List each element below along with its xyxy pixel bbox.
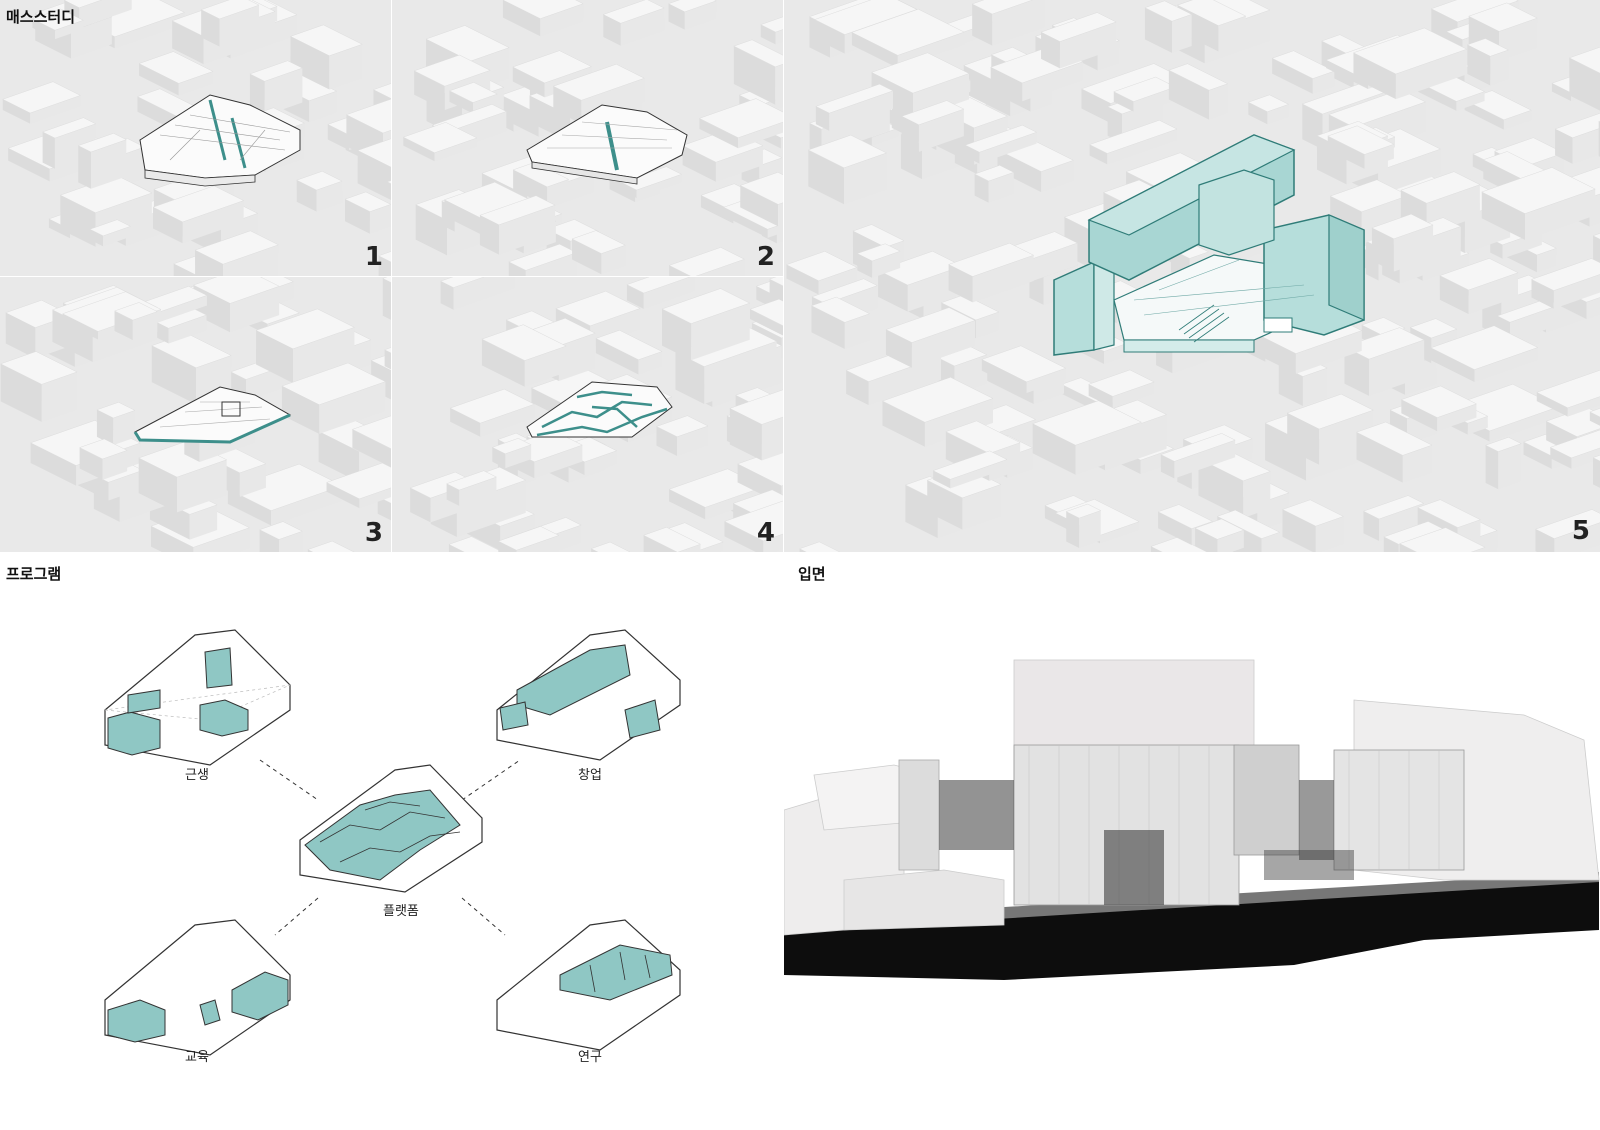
axon-research	[496, 919, 681, 1051]
mass-diagram-2	[526, 104, 688, 185]
axon-commercial	[104, 629, 291, 766]
program-title: 프로그램	[6, 565, 62, 583]
city-context	[409, 277, 783, 552]
step-number-2: 2	[756, 242, 775, 272]
step-number-1: 1	[364, 242, 383, 272]
program-label-education: 교육	[185, 1050, 209, 1065]
axon-startup	[496, 629, 681, 761]
mass-study-panel-4: 4	[392, 277, 783, 552]
step-number-4: 4	[756, 518, 775, 548]
mass-diagram-1	[139, 94, 301, 187]
program-label-startup: 창업	[578, 768, 602, 783]
mass-study-title: 매스스터디	[6, 8, 76, 26]
program-diagram	[104, 629, 681, 1056]
mass-study-panel-1: 1	[0, 0, 391, 276]
mass-study-panel-5: 5	[784, 0, 1600, 552]
city-context	[402, 0, 783, 276]
program-label-research: 연구	[578, 1050, 602, 1065]
step-number-3: 3	[364, 518, 383, 548]
mass-diagram-5	[1053, 134, 1365, 356]
mass-study-panel-3: 3	[0, 277, 391, 552]
elevation-render	[784, 659, 1600, 980]
mass-diagram-3	[133, 386, 292, 444]
elevation-title: 입면	[798, 565, 826, 583]
program-label-platform: 플랫폼	[383, 904, 419, 919]
city-context	[0, 277, 391, 552]
program-label-commercial: 근생	[185, 768, 209, 783]
axon-education	[104, 919, 291, 1056]
step-number-5: 5	[1571, 516, 1590, 546]
axon-platform	[299, 764, 483, 893]
mass-diagram-4	[526, 381, 673, 438]
mass-study-panel-2: 2	[392, 0, 783, 276]
